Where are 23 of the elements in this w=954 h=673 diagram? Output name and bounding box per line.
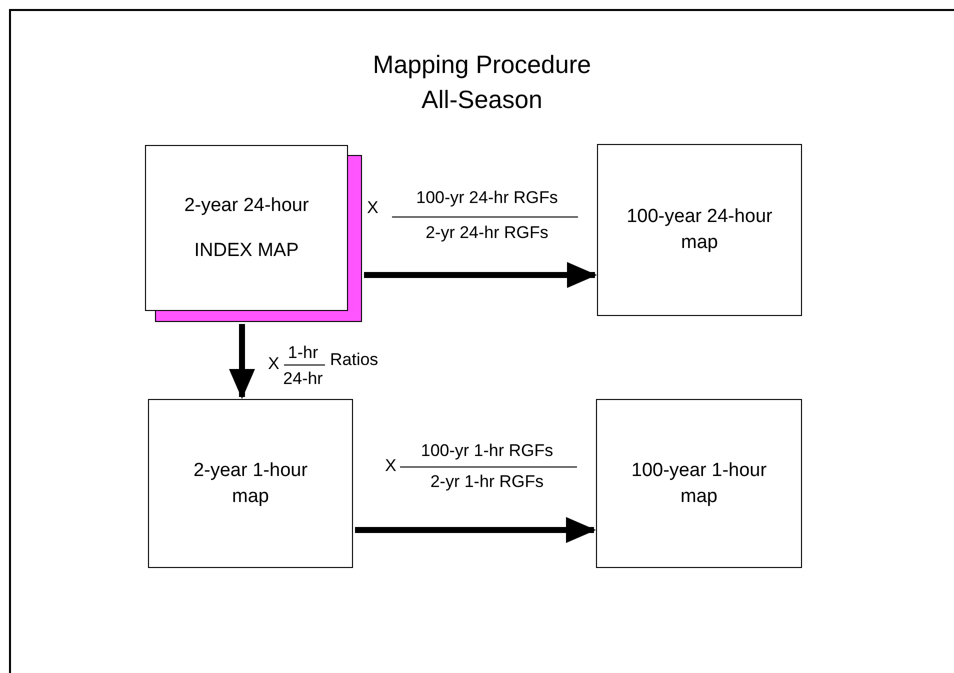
formula-text: X: [268, 354, 280, 374]
formula-text: 2-yr 24-hr RGFs: [426, 223, 548, 243]
map-box: [597, 144, 802, 316]
formula-text: 100-yr 1-hr RGFs: [420, 441, 554, 461]
map-box: [596, 399, 802, 568]
map-box: [145, 145, 348, 311]
arrow: [355, 517, 596, 543]
diagram-title: Mapping Procedure All-Season: [372, 50, 592, 116]
formula-text: 100-yr 24-hr RGFs: [416, 188, 558, 208]
arrow: [364, 262, 597, 288]
box-text: 2-year 24-hour: [184, 194, 309, 218]
formula-text: X: [385, 456, 396, 476]
formula-text: 2-yr 1-hr RGFs: [430, 472, 544, 492]
formula-text: Ratios: [330, 350, 378, 370]
formula-text: X: [367, 198, 378, 218]
box-text: 100-year 1-hour map: [630, 458, 768, 508]
box-text: INDEX MAP: [194, 238, 299, 262]
map-box: [148, 399, 353, 568]
arrow: [229, 324, 255, 399]
box-text: 100-year 24-hour map: [626, 205, 774, 255]
box-text: 2-year 1-hour map: [192, 458, 309, 508]
formula-text: 24-hr: [283, 369, 323, 389]
formula-text: 1-hr: [288, 343, 318, 363]
